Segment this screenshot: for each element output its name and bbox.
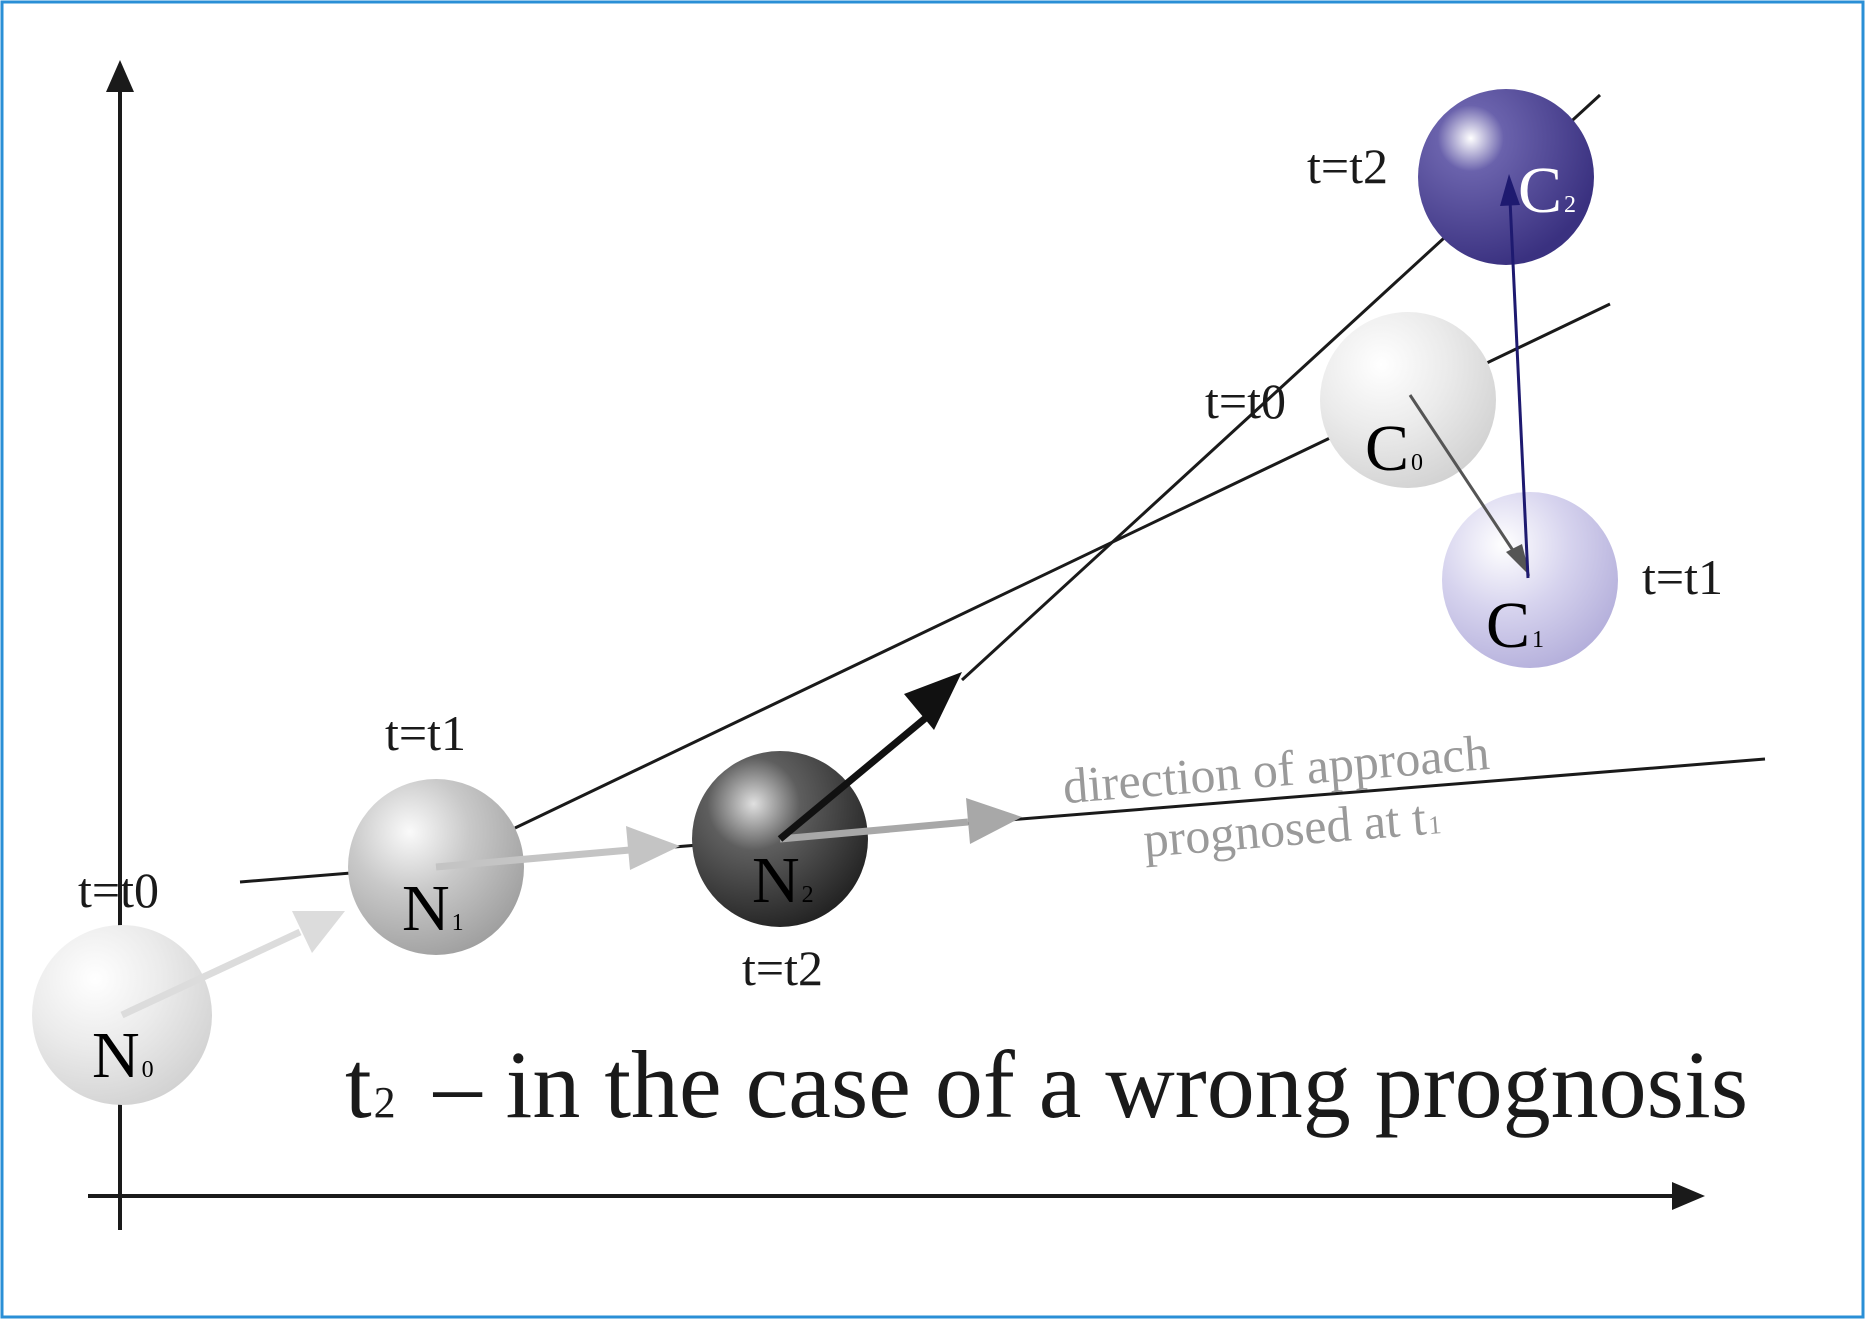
time-label-n2: t=t2 xyxy=(742,940,823,996)
time-label-c2: t=t2 xyxy=(1307,138,1388,194)
label-c1: C1 xyxy=(1486,589,1544,662)
approach-note-line2-sub: 1 xyxy=(1427,810,1442,840)
label-c0-sub: 0 xyxy=(1411,450,1423,476)
ball-c2 xyxy=(1418,89,1594,265)
arrow-n0-to-n1 xyxy=(120,911,345,1019)
label-n1: N1 xyxy=(402,872,464,945)
caption-sub: 2 xyxy=(374,1078,396,1127)
label-n0-sub: 0 xyxy=(142,1057,154,1083)
time-label-c0: t=t0 xyxy=(1205,373,1286,429)
x-axis-arrowhead xyxy=(1672,1182,1705,1210)
arrow-n1-to-n2 xyxy=(435,826,680,871)
arrow-c0-to-c1 xyxy=(1408,394,1530,576)
label-n1-sub: 1 xyxy=(452,910,464,936)
label-c2: C2 xyxy=(1518,154,1576,227)
time-label-n0: t=t0 xyxy=(78,862,159,918)
arrow-n2-prognosed xyxy=(779,798,1022,844)
arrow-c1-to-c2 xyxy=(1500,174,1530,579)
label-c1-sub: 1 xyxy=(1532,627,1544,653)
label-c2-sub: 2 xyxy=(1564,192,1576,218)
time-label-c1: t=t1 xyxy=(1642,549,1723,605)
caption-t: t xyxy=(345,1031,372,1138)
caption: t2 – in the case of a wrong prognosis xyxy=(345,1031,1748,1138)
ball-c1 xyxy=(1442,492,1618,668)
x-axis xyxy=(88,1182,1705,1210)
label-c0: C0 xyxy=(1365,412,1423,485)
label-n2: N2 xyxy=(752,844,814,917)
y-axis-arrowhead xyxy=(106,60,134,92)
time-label-n1: t=t1 xyxy=(385,705,466,761)
label-n0: N0 xyxy=(92,1019,154,1092)
ball-c0 xyxy=(1320,312,1496,488)
caption-rest: – in the case of a wrong prognosis xyxy=(410,1031,1748,1138)
arrow-n2-actual xyxy=(777,672,962,842)
label-n2-sub: 2 xyxy=(802,882,814,908)
